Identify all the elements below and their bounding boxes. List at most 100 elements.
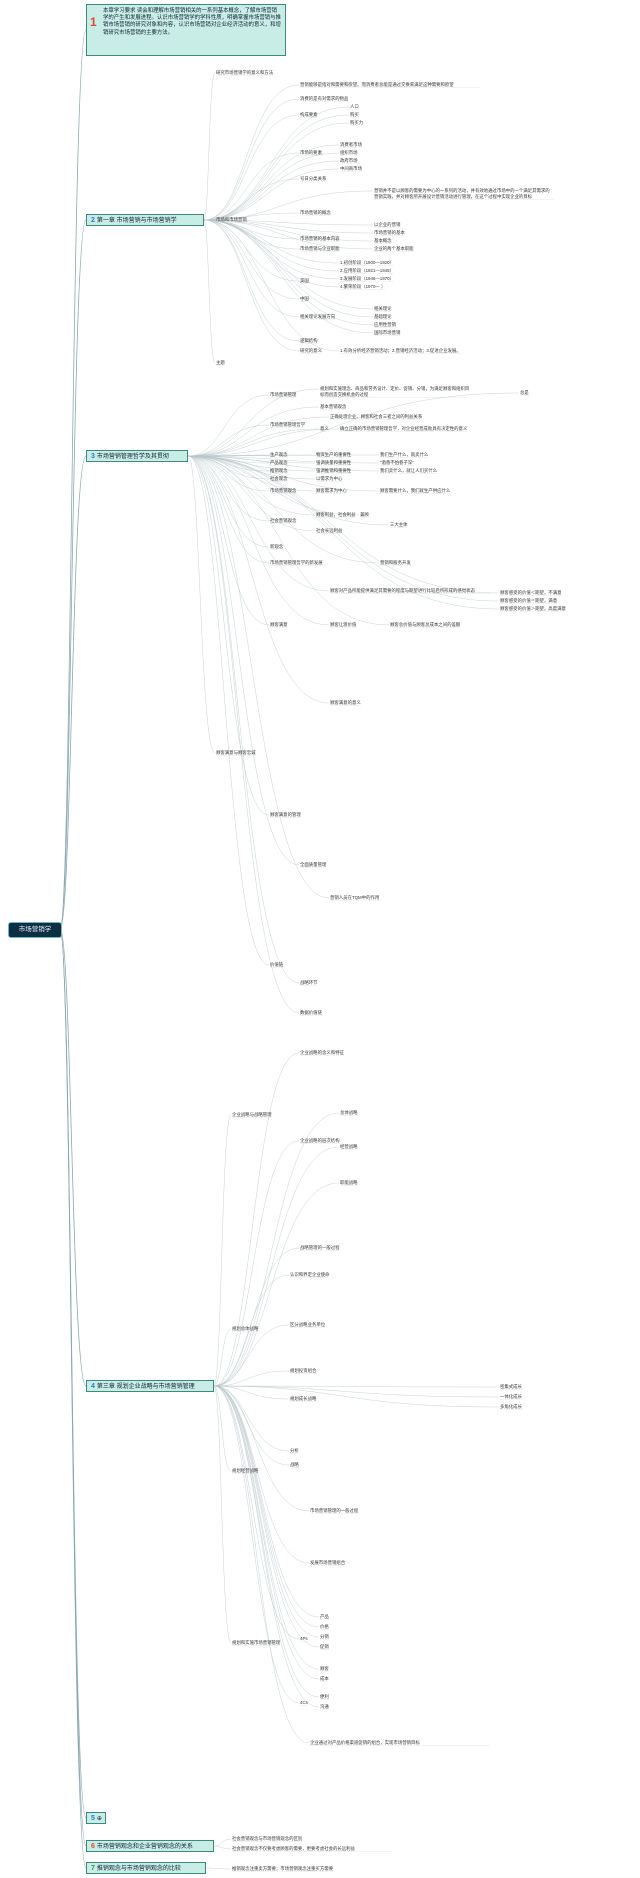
topic-node[interactable]: 战略环节 — [300, 980, 318, 985]
connector-line — [203, 219, 374, 310]
topic-node[interactable]: 市场和市场营销 — [216, 217, 247, 222]
topic-node[interactable]: 市场营销观念 — [270, 488, 297, 493]
chapter-label: 第一章 市场营销与市场营销学 — [96, 218, 177, 224]
topic-node[interactable]: 市场营销管理 — [270, 392, 297, 397]
connector-line — [187, 455, 500, 594]
connector-line — [213, 1052, 300, 1387]
topic-node[interactable]: 区分战略业务单位 — [290, 1322, 326, 1327]
topic-node: 顾客满意的意义 — [330, 700, 361, 705]
topic-node[interactable]: 市场营销管理哲学 — [270, 422, 306, 427]
topic-node[interactable]: 社会观念 — [270, 476, 288, 481]
topic-node: 组织市场 — [340, 150, 358, 155]
topic-node[interactable]: 中国 — [300, 296, 309, 301]
topic-node[interactable]: 推销观念 — [270, 468, 288, 473]
connector-line — [213, 1385, 320, 1648]
connector-line — [187, 455, 330, 899]
connector-line — [59, 29, 87, 930]
connector-line — [203, 219, 216, 364]
connector-line — [203, 219, 374, 250]
topic-node: 确立正确的市场营销管理哲学，对企业经营成败具有决定性的意义 — [340, 426, 468, 431]
topic-node: 消费者市场 — [340, 142, 362, 147]
topic-node[interactable]: 规划和实施市场营销管理 — [232, 1640, 281, 1645]
connector-line — [203, 219, 374, 242]
connector-line — [203, 219, 374, 326]
root-node[interactable]: 市场营销学 — [8, 922, 62, 938]
topic-node[interactable]: 企业战略的含义和特征 — [300, 1050, 344, 1055]
connector-line — [203, 219, 300, 352]
chapter-4-node[interactable]: 5⊕ — [86, 1812, 106, 1824]
topic-node[interactable]: 顾客满意的管理 — [270, 812, 301, 817]
topic-node: 企业的两个基本职能 — [374, 246, 414, 251]
connector-line — [203, 219, 300, 300]
topic-node[interactable]: 价值链 — [270, 962, 284, 967]
connector-line — [203, 98, 300, 221]
connector-line — [213, 1385, 232, 1644]
topic-node[interactable]: 发展市场营销组合 — [310, 1560, 346, 1565]
topic-node[interactable]: 规划投资组合 — [290, 1368, 317, 1373]
chapter-label: 第三章 规划企业战略与市场营销管理 — [96, 1384, 195, 1390]
connector-line — [203, 106, 350, 221]
connector-line — [187, 455, 270, 626]
topic-node[interactable]: 规划成长战略 — [290, 1396, 317, 1401]
topic-node[interactable]: 生产观念 — [270, 452, 288, 457]
connector-line — [187, 455, 390, 526]
chapter-number: 5 — [91, 1815, 95, 1822]
topic-node[interactable]: 市场营销的基本内容 — [300, 236, 340, 241]
topic-node[interactable]: 规划经营战略 — [232, 1468, 259, 1473]
topic-node[interactable]: 主题 — [216, 360, 225, 365]
connector-line — [187, 455, 216, 754]
chapter-number: 7 — [91, 1865, 95, 1872]
topic-node[interactable]: 号日分类关系 — [300, 176, 327, 181]
topic-node[interactable]: 规划总体战略 — [232, 1326, 259, 1331]
topic-node[interactable]: 美国 — [300, 278, 309, 283]
topic-node[interactable]: 社会营销观念与市场营销观念的区别 — [232, 1836, 303, 1841]
topic-node[interactable]: 市场营销与企业职能 — [300, 246, 340, 251]
topic-node[interactable]: 顾客满意与顾客忠诚 — [216, 750, 256, 755]
topic-node[interactable]: 认识和界定企业使命 — [290, 1272, 330, 1277]
topic-node: 顾客需要什么，我们就生产供应什么 — [380, 488, 451, 493]
connector-line — [213, 1385, 310, 1512]
connector-line — [187, 455, 360, 516]
topic-node[interactable]: 逻辑结构 — [300, 338, 318, 343]
topic-node: 市场营销的基本 — [374, 230, 405, 235]
topic-node[interactable]: 产品观念 — [270, 460, 288, 465]
topic-node[interactable]: 企业战略的层次结构 — [300, 1138, 340, 1143]
connector-line — [187, 455, 380, 564]
topic-node[interactable]: 4Cs — [300, 1700, 308, 1705]
topic-node: 我们卖什么，就让人们买什么 — [380, 468, 438, 473]
topic-node[interactable]: 市场的要素 — [300, 150, 322, 155]
connector-line — [187, 454, 380, 457]
topic-node: 营销能够是指对和需要和欲望。而消费者总能是通过交换来满足这种需要和欲望 — [300, 82, 454, 87]
topic-node[interactable]: 相关理论发展方向 — [300, 314, 336, 319]
topic-node[interactable]: 构成要素 — [300, 112, 318, 117]
topic-node[interactable]: 研究市场营销学的意义和方法 — [216, 70, 274, 75]
topic-node: 职能战略 — [340, 1180, 358, 1185]
connector-line — [213, 1114, 232, 1387]
topic-node[interactable]: 新观念 — [270, 544, 284, 549]
connector-line — [203, 190, 374, 221]
topic-node[interactable]: 全面质量管理 — [300, 862, 327, 867]
topic-node: 我们生产什么，就卖什么 — [380, 452, 429, 457]
topic-node[interactable]: 市场营销管理的一般过程 — [310, 1508, 359, 1513]
topic-node: 社会长远利益 — [316, 528, 343, 533]
topic-node[interactable]: 4Ps — [300, 1636, 308, 1641]
topic-node[interactable]: 市场营销管理哲学的新发展 — [270, 560, 323, 565]
connector-line — [187, 455, 500, 602]
topic-node[interactable]: 数据价值链 — [300, 1010, 322, 1015]
connector-line — [203, 219, 300, 342]
topic-node[interactable]: 战略管理的一般过程 — [300, 1245, 340, 1250]
topic-node[interactable]: 企业战略与战略管理 — [232, 1112, 272, 1117]
topic-node[interactable]: 社会营销观念 — [270, 518, 297, 523]
connector-line — [187, 455, 300, 984]
topic-node[interactable]: 研究的意义 — [300, 348, 322, 353]
connector-line — [187, 424, 270, 457]
topic-node: 政府市场 — [340, 158, 358, 163]
connector-line — [213, 1146, 340, 1387]
topic-node[interactable]: 顾客满意 — [270, 622, 288, 627]
topic-node[interactable]: 市场营销的概念 — [300, 210, 331, 215]
